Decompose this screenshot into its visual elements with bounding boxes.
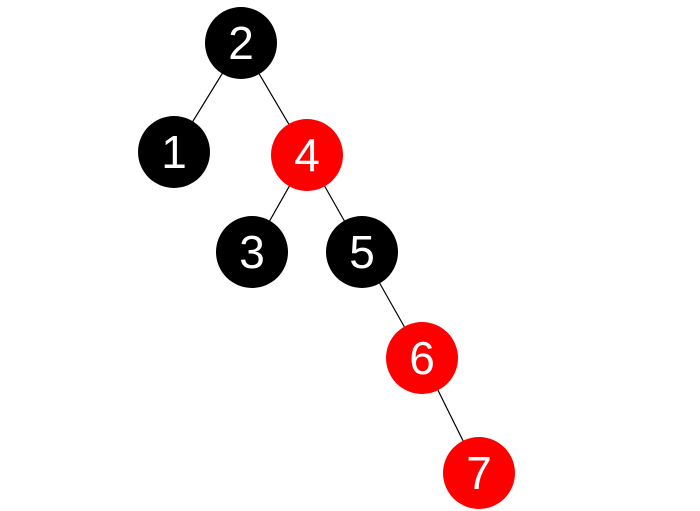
tree-node-circle-1 [138,116,210,188]
tree-node-label-5: 5 [349,226,375,278]
tree-node-label-4: 4 [294,129,320,181]
tree-node-circle-5 [326,216,398,288]
tree-node-5: 5 [326,216,398,288]
tree-node-label-2: 2 [228,17,254,69]
tree-node-3: 3 [216,216,288,288]
tree-node-1: 1 [138,116,210,188]
tree-node-2: 2 [205,7,277,79]
tree-node-label-7: 7 [466,447,492,499]
tree-node-circle-3 [216,216,288,288]
tree-node-6: 6 [386,322,458,394]
tree-node-label-6: 6 [409,332,435,384]
tree-node-circle-6 [386,322,458,394]
tree-node-label-3: 3 [239,226,265,278]
tree-node-circle-7 [443,437,515,509]
tree-node-circle-4 [271,119,343,191]
tree-node-circle-2 [205,7,277,79]
tree-node-label-1: 1 [161,126,187,178]
tree-node-4: 4 [271,119,343,191]
tree-node-7: 7 [443,437,515,509]
